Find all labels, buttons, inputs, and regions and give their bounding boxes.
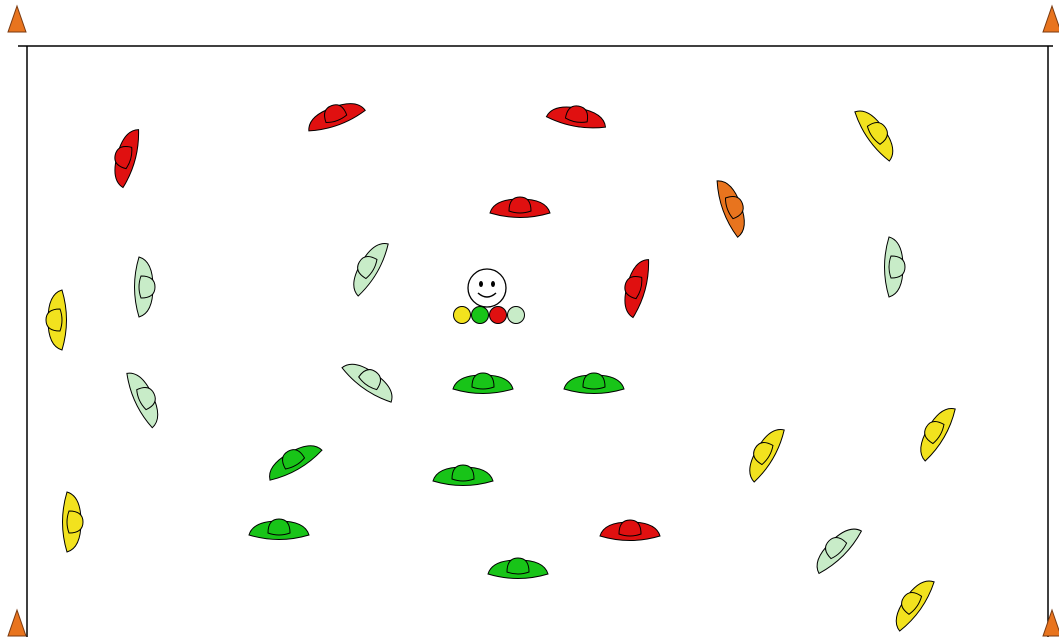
hat-marker-light-green — [885, 237, 906, 297]
hat-marker-green — [488, 558, 548, 579]
hat-marker-yellow — [887, 573, 938, 634]
hat-marker-yellow — [851, 103, 902, 164]
hat-marker-yellow — [46, 290, 67, 350]
marker-hats — [46, 95, 959, 633]
hat-marker-green — [453, 373, 513, 394]
hat-marker-light-green — [344, 236, 392, 298]
ball-icon-yellow — [454, 307, 471, 324]
hat-marker-green — [564, 373, 624, 394]
hat-marker-yellow — [911, 401, 959, 463]
ball-icon-green — [472, 307, 489, 324]
coach-icon — [468, 269, 506, 307]
hat-marker-yellow — [740, 422, 788, 484]
hat-marker-yellow — [63, 492, 84, 552]
hat-marker-green — [249, 519, 309, 540]
hat-marker-red — [618, 255, 653, 318]
hat-marker-red — [108, 125, 143, 188]
cone-icon — [8, 610, 26, 636]
hat-marker-orange — [713, 175, 753, 238]
balls-group — [454, 307, 525, 324]
cone-icon — [1043, 610, 1059, 636]
cone-icon — [8, 6, 26, 32]
hat-marker-light-green — [123, 367, 167, 430]
corner-cones — [8, 6, 1059, 636]
hat-marker-light-green — [339, 355, 400, 406]
cone-icon — [1043, 6, 1059, 32]
hat-marker-red — [490, 197, 550, 218]
ball-icon-light-green — [508, 307, 525, 324]
hat-marker-red — [600, 520, 660, 541]
hat-marker-light-green — [808, 520, 865, 577]
hat-marker-red — [303, 95, 366, 135]
ball-icon-red — [490, 307, 507, 324]
hat-marker-light-green — [135, 257, 156, 317]
hat-marker-green — [433, 465, 493, 486]
hat-marker-red — [546, 101, 609, 132]
hat-marker-green — [262, 436, 324, 484]
